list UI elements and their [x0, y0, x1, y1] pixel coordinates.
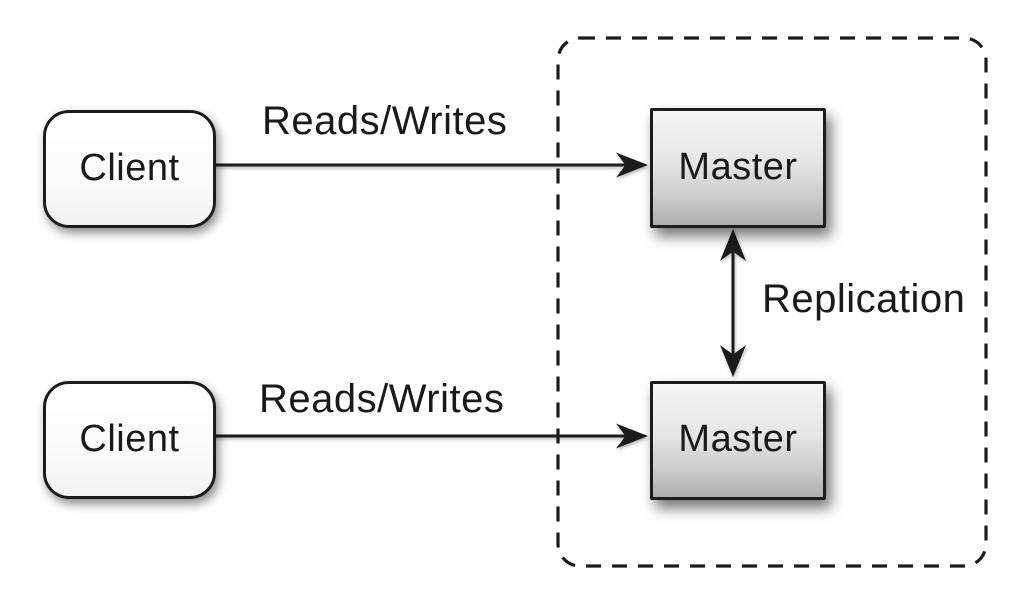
node-client-bottom: Client [43, 381, 216, 499]
node-master-top-label: Master [678, 145, 798, 188]
node-master-top: Master [650, 108, 826, 228]
label-reads-writes-top: Reads/Writes [262, 99, 508, 143]
arrowhead-down-icon [720, 345, 746, 377]
arrowhead-up-icon [720, 229, 746, 261]
node-client-bottom-label: Client [79, 417, 180, 460]
node-master-bottom-label: Master [678, 418, 798, 460]
edge-reads-writes-bottom [213, 423, 648, 449]
arrowhead-right-icon [616, 152, 648, 178]
node-client-top: Client [43, 110, 216, 228]
dashed-group-boundary [556, 36, 988, 568]
arrowhead-right-icon [616, 423, 648, 449]
edge-replication [720, 229, 746, 377]
label-reads-writes-bottom: Reads/Writes [259, 377, 505, 421]
label-replication: Replication [762, 277, 966, 321]
node-client-top-label: Client [79, 146, 180, 189]
node-master-bottom: Master [650, 381, 826, 500]
edge-reads-writes-top [213, 152, 648, 178]
